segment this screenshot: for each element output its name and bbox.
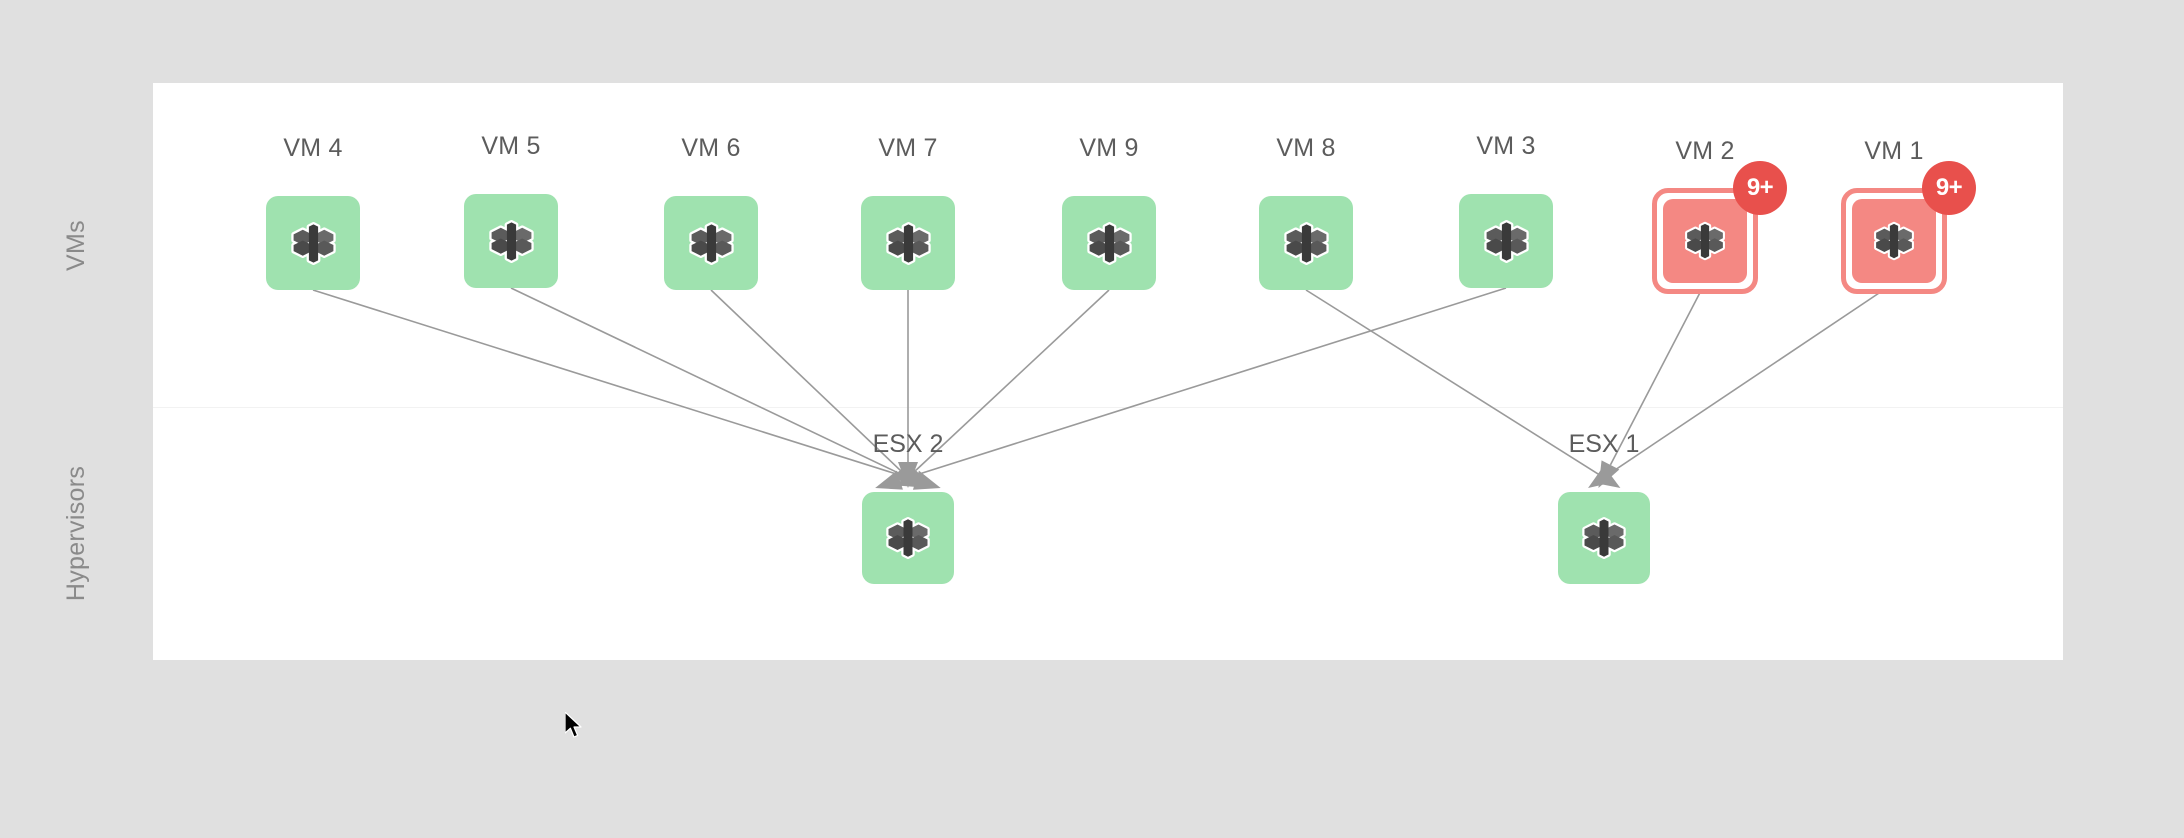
server-cube-icon (1582, 517, 1626, 559)
alert-badge[interactable]: 9+ (1922, 161, 1976, 215)
lane-rail-vms: VMs (0, 83, 153, 407)
node-esx2[interactable] (862, 492, 954, 584)
node-vm9[interactable]: VM 9 (1062, 134, 1156, 290)
node-vm6[interactable]: VM 6 (664, 134, 758, 290)
node-label-vm8: VM 8 (1276, 134, 1336, 162)
lane-rail-hypervisors: Hypervisors (0, 407, 153, 660)
server-cube-icon (290, 221, 336, 265)
node-box[interactable] (664, 196, 758, 290)
node-vm3[interactable]: VM 3 (1459, 132, 1553, 288)
node-label-vm1: VM 1 (1864, 137, 1924, 165)
lane-label-hypervisors: Hypervisors (62, 465, 90, 602)
node-vm1[interactable]: 9+VM 1 (1841, 137, 1976, 294)
alert-badge[interactable]: 9+ (1733, 161, 1787, 215)
node-box[interactable] (1459, 194, 1553, 288)
server-cube-icon (886, 517, 930, 559)
node-box[interactable] (266, 196, 360, 290)
node-label-vm7: VM 7 (878, 134, 938, 162)
node-box[interactable] (1558, 492, 1650, 584)
node-box[interactable] (464, 194, 558, 288)
node-vm4[interactable]: VM 4 (266, 134, 360, 290)
node-label-esx1: ESX 1 (1568, 430, 1640, 458)
node-vm7[interactable]: VM 7 (861, 134, 955, 290)
node-box[interactable] (862, 492, 954, 584)
node-vm8[interactable]: VM 8 (1259, 134, 1353, 290)
arrow-pointer-icon (564, 711, 582, 738)
node-box[interactable] (1259, 196, 1353, 290)
node-label-vm2: VM 2 (1675, 137, 1735, 165)
node-box[interactable] (1062, 196, 1156, 290)
node-vm5[interactable]: VM 5 (464, 132, 558, 288)
server-cube-icon (688, 221, 734, 265)
node-esx1[interactable] (1558, 492, 1650, 584)
node-label-vm4: VM 4 (283, 134, 343, 162)
node-label-vm5: VM 5 (481, 132, 541, 160)
node-box[interactable] (861, 196, 955, 290)
server-cube-icon (885, 221, 931, 265)
node-box[interactable] (1663, 199, 1747, 283)
server-cube-icon (1685, 221, 1725, 261)
node-label-esx2: ESX 2 (872, 430, 944, 458)
mouse-cursor (564, 711, 587, 747)
lane-divider (153, 407, 2063, 408)
server-cube-icon (1283, 221, 1329, 265)
server-cube-icon (1483, 219, 1529, 263)
node-label-vm3: VM 3 (1476, 132, 1536, 160)
server-cube-icon (1086, 221, 1132, 265)
server-cube-icon (1874, 221, 1914, 261)
lane-label-vms: VMs (62, 219, 90, 271)
node-label-vm9: VM 9 (1079, 134, 1139, 162)
node-label-vm6: VM 6 (681, 134, 741, 162)
node-box[interactable] (1852, 199, 1936, 283)
server-cube-icon (488, 219, 534, 263)
node-vm2[interactable]: 9+VM 2 (1652, 137, 1787, 294)
